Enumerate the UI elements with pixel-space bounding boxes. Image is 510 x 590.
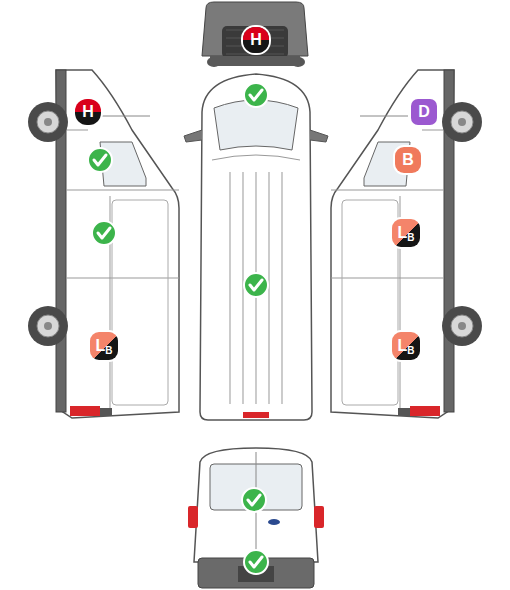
marker-letter: L [397, 338, 407, 354]
damage-marker: H [243, 27, 269, 53]
marker-letter: L [397, 225, 407, 241]
check-icon [244, 83, 268, 107]
check-mark [94, 155, 106, 165]
check-icon [244, 273, 268, 297]
check-mark [250, 280, 262, 290]
check-icon [242, 488, 266, 512]
damage-marker: B [395, 147, 421, 173]
left-side-view [28, 70, 179, 418]
leader-line [360, 116, 408, 117]
rear-view [188, 448, 324, 588]
marker-letter: B [402, 152, 414, 168]
check-circle [244, 83, 268, 107]
check-icon [88, 148, 112, 172]
check-mark [250, 557, 262, 567]
check-icon [244, 550, 268, 574]
marker-subscript: B [105, 346, 112, 356]
marker-letter: H [82, 104, 94, 120]
front-view [202, 2, 308, 67]
check-mark [248, 495, 260, 505]
check-circle [244, 550, 268, 574]
check-icon [92, 221, 116, 245]
leader-line [102, 116, 150, 117]
damage-marker: LB [392, 332, 420, 360]
marker-subscript: B [407, 233, 414, 243]
check-circle [88, 148, 112, 172]
damage-marker: D [411, 99, 437, 125]
check-circle [244, 273, 268, 297]
marker-subscript: B [407, 346, 414, 356]
marker-letter: D [418, 104, 430, 120]
check-circle [92, 221, 116, 245]
marker-letter: L [95, 338, 105, 354]
right-side-view [331, 70, 482, 418]
top-view [184, 74, 328, 420]
damage-marker: LB [392, 219, 420, 247]
marker-letter: H [250, 32, 262, 48]
check-circle [242, 488, 266, 512]
damage-marker: H [75, 99, 101, 125]
damage-marker: LB [90, 332, 118, 360]
check-mark [98, 228, 110, 238]
check-mark [250, 90, 262, 100]
